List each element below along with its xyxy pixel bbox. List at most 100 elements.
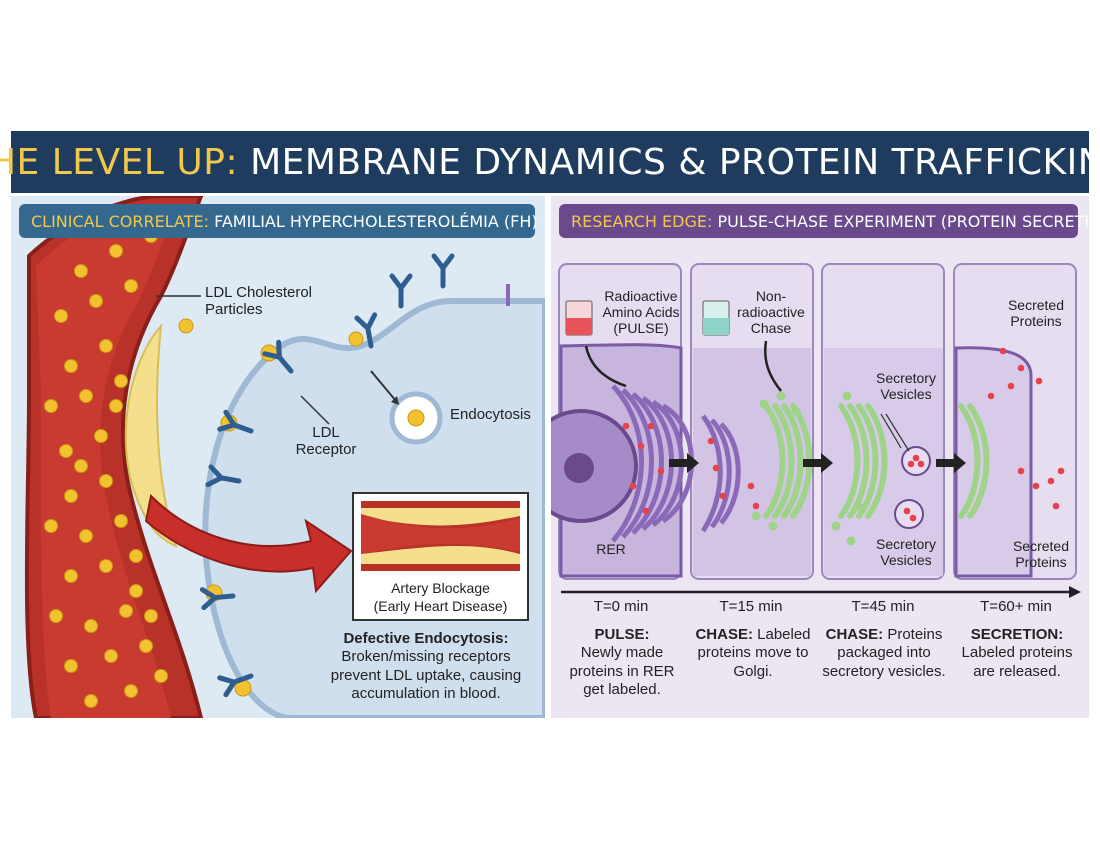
labeled-protein [647, 422, 655, 430]
ldl-particle [49, 609, 63, 623]
ldl-particle [124, 279, 138, 293]
fh-caption-heading: Defective Endocytosis: [343, 630, 509, 647]
stage2-time: T=15 min [719, 598, 783, 615]
ldl-particle [129, 549, 143, 563]
golgi-cisterna [847, 403, 870, 519]
rer-label: RER [596, 541, 626, 557]
ldl-receptor-icon [199, 587, 236, 611]
ldl-particle [64, 489, 78, 503]
labeled-protein [752, 502, 760, 510]
stage1-heading: PULSE: [594, 626, 650, 643]
arrow-right-icon [821, 453, 833, 473]
research-header: RESEARCH EDGE: PULSE-CHASE EXPERIMENT (P… [559, 204, 1100, 238]
ldl-particle [124, 684, 138, 698]
stage2-body: Labeled proteins move to Golgi. [697, 626, 811, 680]
ldl-particle [79, 389, 93, 403]
labeled-protein [917, 460, 925, 468]
ldl-receptor-icon [262, 339, 294, 374]
stage2-caption: CHASE: Labeled proteins move to Golgi. [689, 626, 817, 681]
secretory-vesicles-bottom-label: Secretory Vesicles [876, 536, 936, 569]
title-banner: THE LEVEL UP: MEMBRANE DYNAMICS & PROTEI… [0, 131, 1100, 193]
labeled-protein [629, 482, 637, 490]
blockage-title: Artery Blockage [391, 580, 490, 596]
stage1-body: Newly made proteins in RER get labeled. [569, 644, 675, 698]
blockage-subtitle: (Early Heart Disease) [373, 598, 508, 614]
ldl-particle [119, 604, 133, 618]
chase-arrow [764, 340, 782, 392]
ldl-particle [99, 474, 113, 488]
timeline-arrowhead [1069, 586, 1081, 598]
golgi-cisterna [967, 403, 990, 519]
ldl-particle [84, 619, 98, 633]
rer-cisterna [709, 418, 732, 529]
ldl-particle [44, 519, 58, 533]
blockage-arrow [144, 493, 353, 594]
golgi-vesicle [831, 521, 841, 531]
page-title: THE LEVEL UP: MEMBRANE DYNAMICS & PROTEI… [0, 142, 1100, 183]
golgi-cisterna [958, 403, 981, 519]
labeled-protein [719, 492, 727, 500]
arrow-right-icon [954, 453, 966, 473]
labeled-protein [657, 467, 665, 475]
labeled-protein [1032, 482, 1040, 490]
labeled-protein [912, 454, 920, 462]
ldl-particle [64, 569, 78, 583]
ldl-particle [114, 374, 128, 388]
golgi-vesicle [842, 391, 852, 401]
golgi-cisterna [763, 403, 786, 519]
labeled-protein [987, 392, 995, 400]
ldl-particle [139, 639, 153, 653]
research-header-highlight: RESEARCH EDGE: [571, 211, 713, 231]
rer-cisterna [611, 384, 644, 543]
ldl-particle [99, 339, 113, 353]
golgi-cisterna [838, 403, 861, 519]
clinical-header-text: FAMILIAL HYPERCHOLESTEROLÉMIA (FH) [214, 211, 538, 231]
ldl-particle [109, 244, 123, 258]
stage1-caption: PULSE:Newly made proteins in RER get lab… [559, 626, 685, 699]
ldl-receptor-icon [217, 673, 254, 698]
pulse-chase-illustration [551, 263, 1081, 598]
ldl-particle [89, 294, 103, 308]
research-edge-panel: RESEARCH EDGE: PULSE-CHASE EXPERIMENT (P… [551, 196, 1100, 718]
ldl-particle [109, 399, 123, 413]
clinical-header: CLINICAL CORRELATE: FAMILIAL HYPERCHOLES… [19, 204, 538, 238]
labeled-protein [712, 464, 720, 472]
ldl-particle [84, 694, 98, 708]
plaque [124, 322, 178, 548]
nucleolus [564, 453, 594, 483]
secretory-vesicle [894, 499, 924, 529]
stage4-body: Labeled proteins are released. [961, 644, 1073, 680]
labeled-protein [903, 507, 911, 515]
labeled-protein [1017, 467, 1025, 475]
radioactive-label: Radioactive Amino Acids (PULSE) [602, 288, 680, 337]
labeled-proteins [622, 347, 1065, 522]
labeled-protein [747, 482, 755, 490]
ldl-particles-label: LDL Cholesterol Particles [205, 284, 312, 319]
artery-lumen [36, 204, 176, 718]
ldl-receptor-icon [389, 273, 413, 309]
pulse-arrow [584, 345, 627, 388]
ldl-receptors [199, 253, 510, 698]
receptor-label-line [300, 395, 330, 425]
golgi-cisterna [856, 403, 879, 519]
stage1-time: T=0 min [593, 598, 649, 615]
nonradioactive-label: Non-radioactive Chase [737, 288, 805, 337]
labeled-protein [1017, 364, 1025, 372]
ldl-particle [144, 609, 158, 623]
golgi-vesicle [759, 399, 769, 409]
golgi-cisterna [772, 403, 795, 519]
golgi-vesicle [856, 503, 866, 513]
ldl-particle [178, 318, 194, 334]
ldl-particle [64, 359, 78, 373]
title-rest: MEMBRANE DYNAMICS & PROTEIN TRAFFICKING [250, 141, 1100, 183]
labeled-protein [909, 514, 917, 522]
ldl-particle [94, 429, 108, 443]
golgi-cisterna [865, 403, 888, 519]
fh-caption-body: Broken/missing receptors prevent LDL upt… [330, 648, 522, 702]
stage2-heading: CHASE: [695, 626, 753, 643]
research-header-text: PULSE-CHASE EXPERIMENT (PROTEIN SECRETIO… [717, 211, 1100, 231]
endocytosis-arrow [370, 370, 397, 402]
ldl-particle [348, 331, 364, 347]
internalized-ldl [407, 409, 425, 427]
rer-cisterna [631, 392, 664, 535]
